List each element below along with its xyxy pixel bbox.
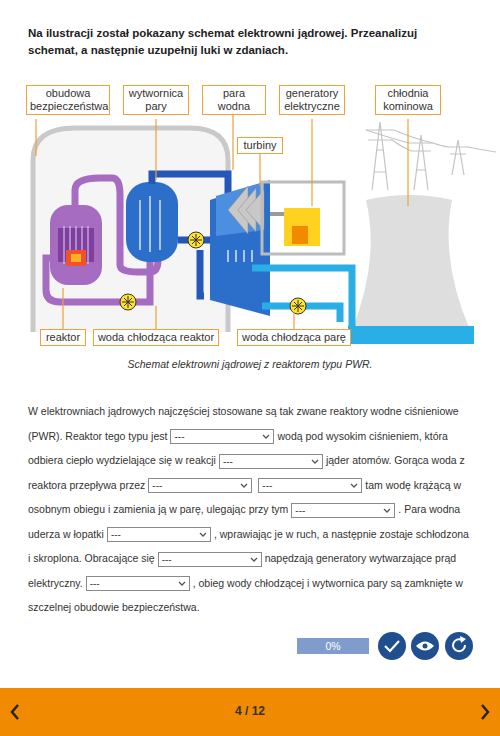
dropdown-chevron (350, 482, 358, 489)
node-text: --- (162, 554, 172, 565)
reactor-vessel (50, 205, 102, 285)
buttons (378, 632, 473, 660)
callout-label: para wodna (202, 85, 266, 115)
nav-bar (0, 688, 500, 736)
dropdown-chevron (311, 458, 319, 465)
node-text: obudowa bezpieczeństwa (30, 87, 108, 112)
dropdown-select: --- (86, 576, 190, 591)
callout-label: woda chłodząca parę (237, 329, 351, 346)
callout-label: wytwornica pary (123, 85, 189, 115)
exercise-paragraph: W elektrowniach jądrowych najczęściej st… (28, 399, 474, 620)
node-text: 0% (325, 640, 340, 652)
node-text: para wodna (218, 87, 250, 112)
steam-generator (126, 182, 178, 262)
callout-label: chłodnia kominowa (375, 85, 441, 115)
leader-lines (36, 101, 408, 329)
figure-caption: Schemat elektrowni jądrowej z reaktorem … (0, 358, 500, 370)
generator (262, 182, 344, 254)
dropdown-select: --- (170, 429, 274, 444)
dropdown-chevron (383, 507, 391, 514)
pumps (120, 232, 306, 314)
callout-label: turbiny (237, 137, 283, 154)
node-text: chłodnia kominowa (383, 87, 433, 112)
caption-text: Schemat elektrowni jądrowej z reaktorem … (127, 358, 372, 370)
node-text: --- (174, 431, 184, 442)
node-text: --- (152, 480, 162, 491)
node-text: wytwornica pary (129, 87, 183, 112)
page-number: 4 / 12 (235, 704, 265, 718)
dropdown-select: --- (148, 478, 252, 493)
node-text: woda chłodząca reaktor (98, 331, 214, 343)
node-text: --- (111, 529, 121, 540)
callout-label: reaktor (40, 329, 86, 346)
dropdown-chevron (262, 433, 270, 440)
dropdown-select: --- (158, 552, 262, 567)
page-counter: 4 / 12 (0, 704, 500, 718)
title-text: Na ilustracji został pokazany schemat el… (28, 27, 417, 56)
dropdown-chevron (250, 556, 258, 563)
dropdown-chevron (178, 580, 186, 587)
dropdown-select: --- (219, 454, 323, 469)
node-text: woda chłodząca parę (242, 331, 346, 343)
containment-building (33, 128, 228, 332)
node-text: --- (223, 456, 233, 467)
node-text: generatory elektryczne (284, 87, 340, 112)
callout-label: generatory elektryczne (279, 85, 345, 115)
cooling-loop (252, 268, 352, 326)
callout-label: woda chłodząca reaktor (93, 329, 219, 346)
progress-bar: 0% (297, 638, 369, 654)
node-text: --- (262, 480, 272, 491)
dropdown-select: --- (291, 503, 395, 518)
node-text: reaktor (46, 331, 80, 343)
dropdown-select: --- (107, 527, 211, 542)
node-text: --- (295, 505, 305, 516)
instruction-title: Na ilustracji został pokazany schemat el… (28, 25, 468, 59)
dropdown-chevron (240, 482, 248, 489)
node-text: --- (90, 578, 100, 589)
callout-label: obudowa bezpieczeństwa (26, 85, 110, 115)
dropdown-select: --- (258, 478, 362, 493)
power-lines (366, 122, 496, 190)
node-text: turbiny (243, 139, 276, 151)
cooling-tower (348, 195, 474, 344)
dropdown-chevron (199, 531, 207, 538)
